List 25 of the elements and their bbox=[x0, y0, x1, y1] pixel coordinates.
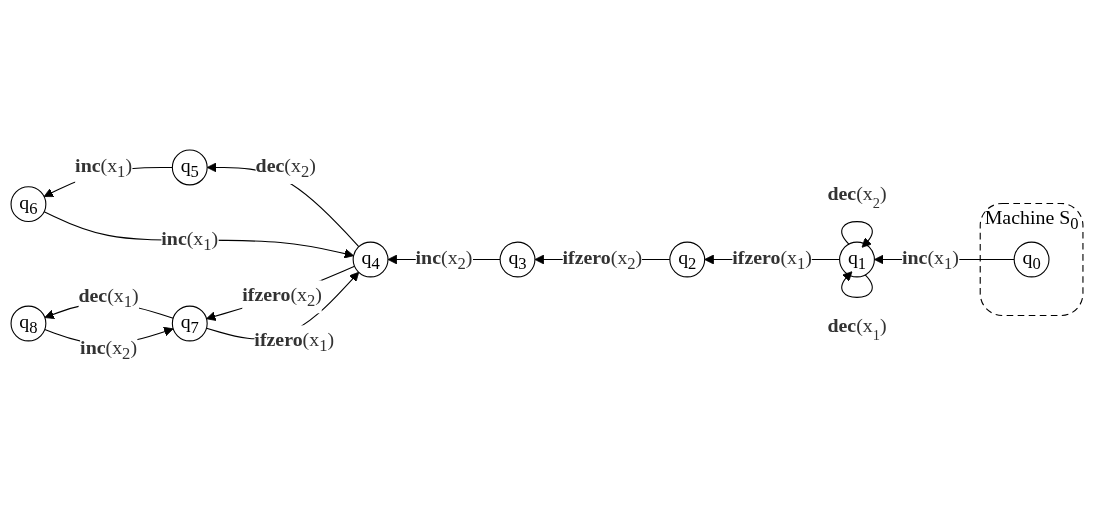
state-name: q$_{2}$ bbox=[678, 245, 697, 275]
state-name: q$_{0}$ bbox=[1022, 245, 1041, 275]
state-circle bbox=[10, 186, 47, 223]
state-circle bbox=[839, 241, 875, 278]
box-title: Machine S$_{0}$ bbox=[984, 206, 1079, 236]
state-name: q$_{7}$ bbox=[180, 309, 199, 339]
state-name: q$_{4}$ bbox=[361, 245, 380, 275]
state-circle bbox=[1013, 241, 1050, 278]
state-name: q$_{6}$ bbox=[19, 190, 38, 220]
state-circle bbox=[669, 241, 706, 278]
arrow bbox=[841, 271, 873, 299]
state-circle bbox=[10, 305, 47, 342]
arrow bbox=[841, 221, 873, 249]
state-name: q$_{1}$ bbox=[847, 245, 867, 275]
state-circle bbox=[499, 241, 536, 278]
dashed-box bbox=[979, 203, 1084, 317]
edge-label: dec(x$_{1}$) bbox=[827, 314, 887, 344]
edge-label: dec(x$_{2}$) bbox=[827, 182, 887, 212]
state-circle bbox=[352, 241, 389, 278]
state-circle bbox=[171, 305, 208, 342]
state-name: q$_{3}$ bbox=[508, 245, 527, 275]
state-name: q$_{8}$ bbox=[19, 309, 38, 339]
state-name: q$_{5}$ bbox=[180, 153, 199, 183]
state-circle bbox=[171, 149, 208, 186]
edge-label: ifzero(x$_{2}$) bbox=[242, 280, 322, 314]
